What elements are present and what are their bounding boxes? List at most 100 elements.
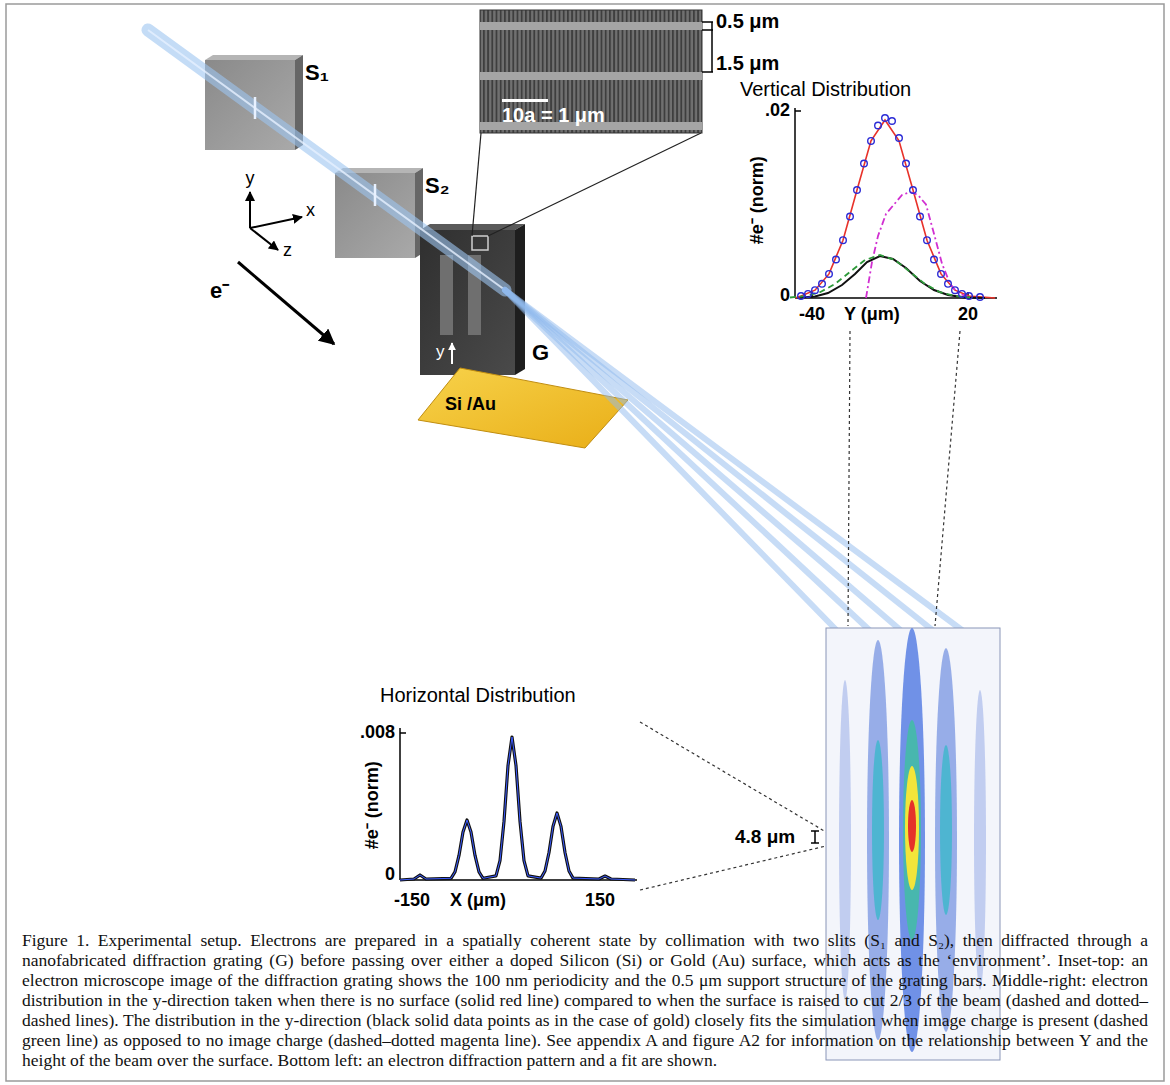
vertical-plot-part-part [889,118,896,125]
horizontal-plot-part [399,728,401,880]
horizontal-plot-part [400,737,635,880]
zoom-lines-part [488,133,701,236]
leader-lines-part [640,846,826,890]
electron-beam-part-part [505,290,912,640]
sem-inset-part [480,72,702,80]
y-arrow [451,343,453,364]
dimension-bracket-part [811,842,819,844]
plot-title: Horizontal Distribution [380,684,576,707]
tick-label: .02 [765,100,790,121]
zoom-lines-part [472,133,481,236]
component-node: S₂ [335,168,453,222]
component-node: S₁ [205,55,333,150]
electron-label: e⁻ [210,278,229,303]
plot-title: Vertical Distribution [740,78,911,101]
dimension-bracket-part [814,831,816,843]
axis-name: y [436,342,445,362]
grating-part [420,230,515,375]
axis-title: #e⁻ (norm) [362,761,383,849]
surface-label: Si /Au [445,394,496,415]
leader-lines-part [848,331,850,626]
leader-lines [640,331,960,890]
vertical-plot-part-part [798,293,805,300]
tick-label: 0 [385,864,395,885]
vertical-plot-part-part [903,160,910,167]
vertical-plot-part-part [826,271,833,278]
vertical-plot-part [795,110,801,112]
tick-label: -40 [799,304,825,325]
vertical-plot-part-part [924,237,931,244]
axis-name: y [246,168,255,189]
vertical-plot-part-part [812,287,819,294]
vertical-plot-part [795,120,995,298]
dimension-label: 4.8 μm [735,826,795,848]
electron-beam-part [254,97,257,119]
scale-bar-label: 10a = 1 μm [502,104,605,127]
electron-direction-arrow [238,262,334,344]
grating-part [440,255,453,335]
figure-frame [6,4,1164,1081]
vertical-plot-part-part [945,281,952,288]
tick-label: 20 [958,304,978,325]
tick-label: 0 [780,285,790,306]
detector-image-part [903,720,921,940]
vertical-plot-part-part [952,287,959,294]
axes-symbol [250,192,302,250]
detector-image-part [908,800,916,852]
vertical-plot-part-part [959,291,966,298]
vertical-plot-part [794,108,796,298]
leader-lines-part [935,331,960,626]
electron-beam-part-part [505,290,880,640]
axes-symbol-part [249,192,251,228]
electron-beam-part [505,290,978,642]
vertical-plot-part-part [875,122,882,129]
sem-inset-part [502,99,548,102]
vertical-plot-part-part [868,138,875,145]
horizontal-plot [400,728,637,880]
vertical-plot-part-part [840,237,847,244]
slit-s1-part [205,55,303,60]
slit-label: S₂ [425,173,449,198]
axes-symbol-part [250,228,278,250]
axis-title: Y (μm) [844,304,900,325]
vertical-plot-part-part [861,160,868,167]
axis-title: X (μm) [450,890,506,911]
vertical-plot-part-part [854,187,861,194]
leader-lines-part [640,722,826,832]
electron-beam [148,30,978,642]
vertical-plot [790,108,997,300]
vertical-plot-part-part [819,281,826,288]
dimension-bracket-part [711,22,713,72]
vertical-plot-part-part [896,135,903,142]
electron-beam-part [374,184,377,206]
tick-label: -150 [394,890,430,911]
detector-image-part [940,745,952,915]
vertical-plot-part [800,256,985,298]
sem-inset-part [480,22,702,30]
vertical-plot-part [866,192,972,298]
horizontal-plot-part [400,732,406,734]
detector-image-part [872,740,884,920]
vertical-plot-part-part [917,213,924,220]
horizontal-plot-part [400,737,635,880]
vertical-plot-part-part [931,256,938,263]
electron-beam-part [148,30,505,290]
vertical-plot-part [790,255,970,298]
electron-beam-part [148,30,505,290]
axis-title: #e⁻ (norm) [747,156,768,244]
zoom-lines [472,133,701,236]
grating-part [472,236,488,250]
dimension-label: 1.5 μm [716,52,779,75]
electron-beam-part-part [505,290,848,642]
slit-label: S₁ [305,60,329,85]
vertical-plot-part-part [847,213,854,220]
vertical-plot-part-part [833,256,840,263]
grating-label: G [532,340,549,365]
vertical-plot-part-part [882,115,889,122]
vertical-plot-part-part [805,291,812,298]
electron-beam-part-part [505,290,978,642]
axis-name: z [283,240,292,261]
axis-name: x [306,200,315,221]
